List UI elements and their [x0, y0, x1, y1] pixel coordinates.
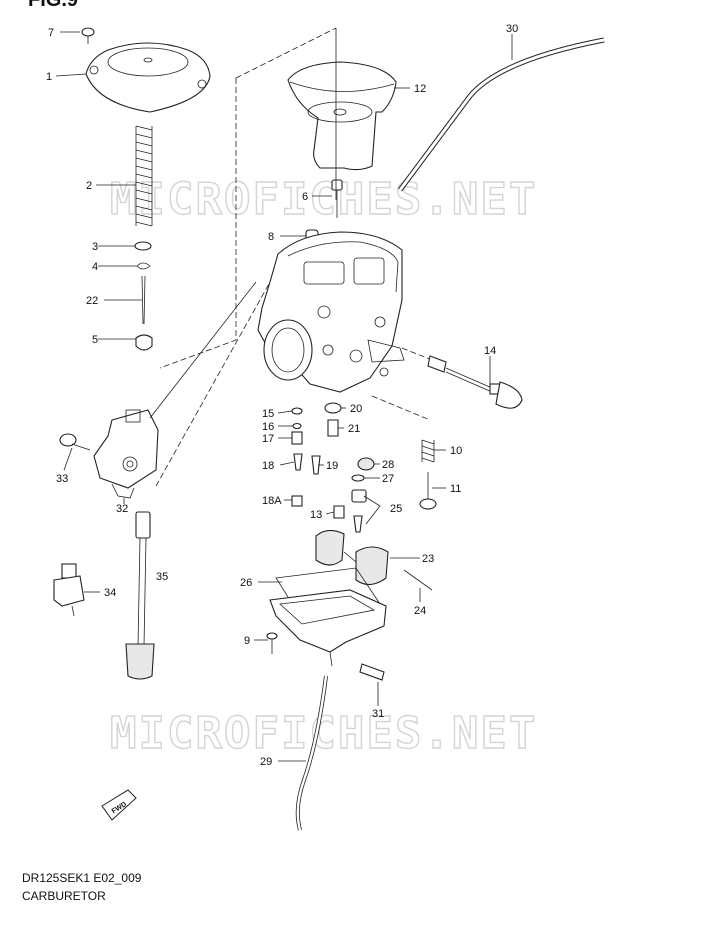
callout-24: 24 [414, 605, 426, 617]
callout-labels: 7 1 2 3 4 22 5 6 8 12 30 14 15 16 17 18 … [46, 23, 518, 768]
part-sensor-34 [53, 563, 85, 617]
part-needle-jet-18 [293, 453, 303, 471]
part-float-23 [315, 529, 389, 586]
part-screw-13 [333, 505, 345, 519]
part-float-valve-25 [351, 489, 367, 533]
callout-3: 3 [92, 241, 98, 253]
callout-17: 17 [262, 433, 274, 445]
part-drain-screw-31 [359, 663, 385, 681]
callout-22: 22 [86, 295, 98, 307]
callout-18a: 18A [262, 495, 282, 507]
fwd-arrow-icon: FWD [101, 789, 137, 821]
callout-20: 20 [350, 403, 362, 415]
model-code: DR125SEK1 E02_009 [22, 871, 142, 885]
callout-33: 33 [56, 473, 68, 485]
diagram-caption: CARBURETOR [22, 889, 106, 903]
callout-26: 26 [240, 577, 252, 589]
part-pilot-jet-19 [311, 455, 321, 475]
callout-15: 15 [262, 408, 274, 420]
part-carburetor-body [257, 231, 405, 393]
callout-30: 30 [506, 23, 518, 35]
part-spring-10 [421, 439, 435, 463]
part-screw-6 [331, 179, 343, 218]
callout-35: 35 [156, 571, 168, 583]
callout-13: 13 [310, 509, 322, 521]
leader-lines [55, 31, 513, 762]
callout-32: 32 [116, 503, 128, 515]
part-piston-12 [287, 61, 397, 171]
part-top-cap-1 [85, 42, 211, 113]
part-washer-20 [324, 402, 342, 414]
part-washer-16 [292, 422, 302, 430]
callout-31: 31 [372, 708, 384, 720]
part-hose-30 [397, 37, 605, 192]
part-jet-18a [291, 495, 303, 507]
part-screw-33 [59, 433, 91, 451]
part-screw-11 [419, 472, 437, 510]
part-jet-21 [327, 419, 339, 437]
callout-21: 21 [348, 423, 360, 435]
callout-19: 19 [326, 460, 338, 472]
part-throttle-sensor-32 [93, 409, 159, 499]
callout-34: 34 [104, 587, 116, 599]
part-jet-needle-22 [141, 275, 146, 325]
callout-5: 5 [92, 334, 98, 346]
part-cable-adjuster-14 [401, 347, 523, 409]
callout-12: 12 [414, 83, 426, 95]
part-cap-28 [357, 457, 375, 471]
part-screw-9 [266, 632, 278, 654]
callout-28: 28 [382, 459, 394, 471]
callout-9: 9 [244, 635, 250, 647]
callout-27: 27 [382, 473, 394, 485]
callout-8: 8 [268, 231, 274, 243]
part-spring-2 [135, 125, 153, 227]
callout-2: 2 [86, 180, 92, 192]
figure-title: FIG.9 [28, 0, 78, 11]
callout-29: 29 [260, 756, 272, 768]
callout-11: 11 [450, 483, 461, 495]
callout-23: 23 [422, 553, 434, 565]
callout-14: 14 [484, 345, 496, 357]
part-screw-7 [81, 27, 95, 44]
callout-7: 7 [48, 27, 54, 39]
callout-18: 18 [262, 460, 274, 472]
callout-10: 10 [450, 445, 462, 457]
callout-16: 16 [262, 421, 274, 433]
part-wire-harness-35 [125, 511, 155, 680]
part-retainer-5 [135, 334, 153, 351]
part-oring-15 [291, 407, 303, 415]
part-washer-3 [134, 241, 152, 251]
callout-4: 4 [92, 261, 98, 273]
watermark-upper: MICROFICHES.NET [110, 174, 537, 225]
part-oring-27 [351, 474, 365, 482]
watermark-lower: MICROFICHES.NET [110, 708, 537, 759]
part-float-bowl-26 [269, 567, 387, 667]
callout-6: 6 [302, 191, 308, 203]
part-clip-4 [136, 262, 151, 270]
callout-25: 25 [390, 503, 402, 515]
callout-1: 1 [46, 71, 52, 83]
part-jet-17 [291, 431, 303, 445]
part-pin-24 [403, 569, 433, 591]
